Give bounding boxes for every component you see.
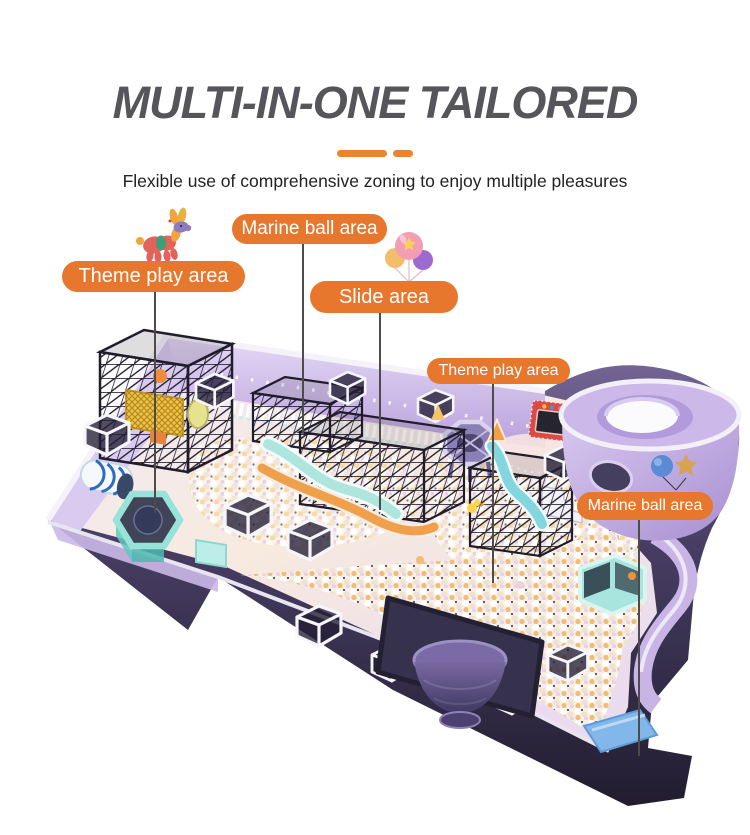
area-label-marine-ball-right: Marine ball area	[577, 492, 713, 520]
page-subtitle: Flexible use of comprehensive zoning to …	[122, 171, 628, 191]
area-label-text: Theme play area	[78, 265, 229, 287]
label-connector-line	[492, 382, 494, 583]
page-title: MULTI-IN-ONE TAILORED	[112, 77, 639, 128]
area-label-marine-ball-left: Marine ball area	[232, 214, 387, 244]
area-label-slide: Slide area	[310, 281, 458, 313]
area-label-theme-play-left: Theme play area	[62, 261, 245, 292]
ball-and-star-icon	[651, 454, 698, 491]
area-label-text: Theme play area	[438, 362, 559, 379]
divider-dash-short	[393, 150, 413, 157]
label-connector-line	[638, 518, 640, 756]
balloon-cluster-icon	[385, 232, 433, 283]
label-connector-line	[302, 243, 304, 433]
balloon-dog-icon	[136, 207, 192, 263]
divider-dash-long	[337, 150, 387, 157]
area-label-text: Marine ball area	[587, 497, 703, 514]
area-label-theme-play-right: Theme play area	[427, 358, 570, 384]
area-label-text: Slide area	[338, 285, 430, 308]
title-divider	[0, 150, 750, 157]
label-connector-line	[379, 312, 381, 510]
label-connector-line	[154, 291, 156, 513]
area-label-text: Marine ball area	[241, 218, 378, 239]
